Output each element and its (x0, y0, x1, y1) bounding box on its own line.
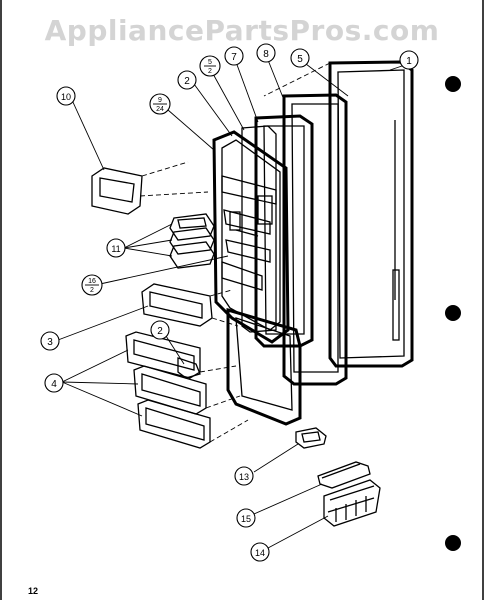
svg-text:3: 3 (47, 337, 53, 348)
callout-7: 7 (224, 46, 244, 66)
callout-4: 4 (44, 373, 64, 393)
svg-text:10: 10 (61, 92, 71, 102)
svg-text:13: 13 (239, 472, 249, 482)
door-shelf-upper (141, 283, 239, 327)
bin-cover (317, 461, 371, 489)
lower-door-panel (226, 307, 302, 426)
door-gasket (282, 93, 348, 386)
svg-text:11: 11 (111, 244, 120, 254)
callout-8: 8 (256, 43, 276, 63)
svg-text:5: 5 (208, 59, 212, 66)
callout-16-over-2: 16 2 (81, 274, 103, 296)
svg-text:24: 24 (156, 106, 164, 113)
callout-10: 10 (56, 86, 76, 106)
svg-text:2: 2 (208, 68, 212, 75)
callout-15: 15 (236, 508, 256, 528)
door-liner (212, 130, 290, 344)
svg-text:5: 5 (297, 54, 303, 65)
svg-text:16: 16 (88, 278, 96, 285)
small-tray (295, 427, 327, 449)
leader-lines (57, 59, 403, 549)
callout-2-lower: 2 (150, 320, 170, 340)
callout-1: 1 (399, 50, 419, 70)
page-number: 12 (28, 586, 39, 596)
callout-13: 13 (234, 466, 254, 486)
door-outer-panel (328, 60, 414, 368)
svg-text:14: 14 (255, 548, 265, 558)
callout-2-top: 2 (177, 70, 197, 90)
callout-5-over-2: 5 2 (199, 55, 221, 77)
svg-text:15: 15 (241, 514, 251, 524)
storage-basket (323, 479, 381, 527)
callout-5: 5 (290, 48, 310, 68)
callout-11: 11 (106, 238, 126, 258)
svg-text:2: 2 (184, 76, 190, 87)
svg-text:7: 7 (231, 52, 237, 63)
svg-text:1: 1 (406, 56, 412, 67)
dairy-door (91, 161, 209, 215)
svg-text:4: 4 (51, 379, 57, 390)
callout-3: 3 (40, 331, 60, 351)
svg-text:9: 9 (158, 97, 162, 104)
breaker-strip (241, 125, 277, 333)
egg-tray-stack (169, 213, 215, 269)
binder-holes (445, 76, 461, 551)
svg-text:2: 2 (90, 287, 94, 294)
svg-text:2: 2 (157, 326, 163, 337)
callout-14: 14 (250, 542, 270, 562)
inner-liner-frame (254, 114, 314, 348)
svg-text:8: 8 (263, 49, 269, 60)
door-bins (125, 331, 249, 449)
callout-9-over-24: 9 24 (149, 93, 171, 115)
